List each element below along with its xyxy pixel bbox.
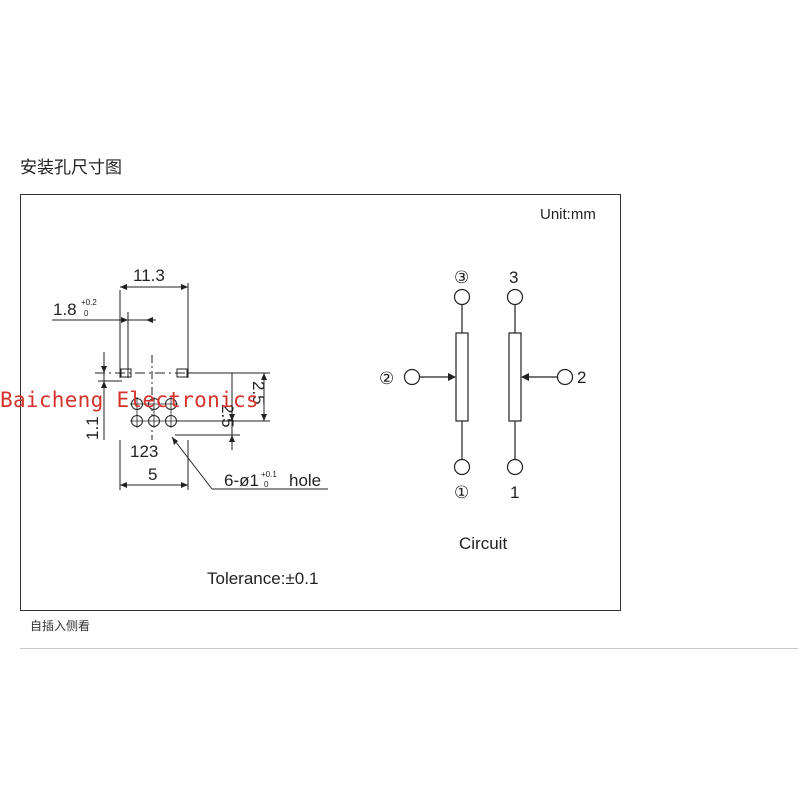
- circuit-right-bottom-label: 1: [510, 483, 519, 502]
- terminal-left-3: [453, 288, 471, 306]
- slot-right: [176, 368, 188, 378]
- tolerance-label: Tolerance:±0.1: [207, 569, 318, 588]
- terminal-right-2: [556, 368, 574, 386]
- dim-tol-plus-1-8: +0.2: [81, 298, 97, 307]
- watermark-text: Baicheng Electronics: [0, 388, 259, 412]
- divider-line: [20, 648, 798, 649]
- diagram-caption: 自插入侧看: [30, 619, 91, 633]
- terminal-right-1: [506, 458, 524, 476]
- unit-label: Unit:mm: [540, 206, 596, 223]
- circuit-left: [403, 288, 471, 476]
- hole-label-suffix: hole: [289, 471, 321, 490]
- slot-left: [120, 368, 132, 378]
- circuit-left-top-label: ③: [454, 268, 469, 287]
- dim-label-1-8: 1.8: [53, 300, 77, 319]
- pin-numbers: 123: [130, 442, 158, 461]
- hole-label-prefix: 6-ø1: [224, 471, 259, 490]
- dim-label-5: 5: [148, 465, 157, 484]
- page-heading: 安装孔尺寸图: [20, 158, 122, 178]
- diagram-frame: [20, 194, 621, 611]
- hole-tol-minus: 0: [264, 480, 269, 489]
- hole-leader: [171, 436, 213, 490]
- circuit-left-side-label: ②: [379, 369, 394, 388]
- terminal-left-1: [453, 458, 471, 476]
- hole-tol-plus: +0.1: [261, 470, 277, 479]
- dim-label-1-1: 1.1: [83, 416, 102, 440]
- circuit-left-bottom-label: ①: [454, 483, 469, 502]
- dim-label-11-3: 11.3: [133, 266, 165, 285]
- terminal-left-2: [403, 368, 421, 386]
- dim-label-2-5-b: 2.5: [249, 381, 268, 405]
- circuit-right-top-label: 3: [509, 268, 518, 287]
- circuit-right-side-label: 2: [577, 368, 586, 387]
- dim-tol-minus-1-8: 0: [84, 309, 89, 318]
- resistor-left: [455, 332, 469, 422]
- dim-label-2-5-a: 2.5: [218, 404, 237, 428]
- circuit-right: [506, 288, 574, 476]
- circuit-label: Circuit: [459, 534, 507, 553]
- resistor-right: [508, 332, 522, 422]
- terminal-right-3: [506, 288, 524, 306]
